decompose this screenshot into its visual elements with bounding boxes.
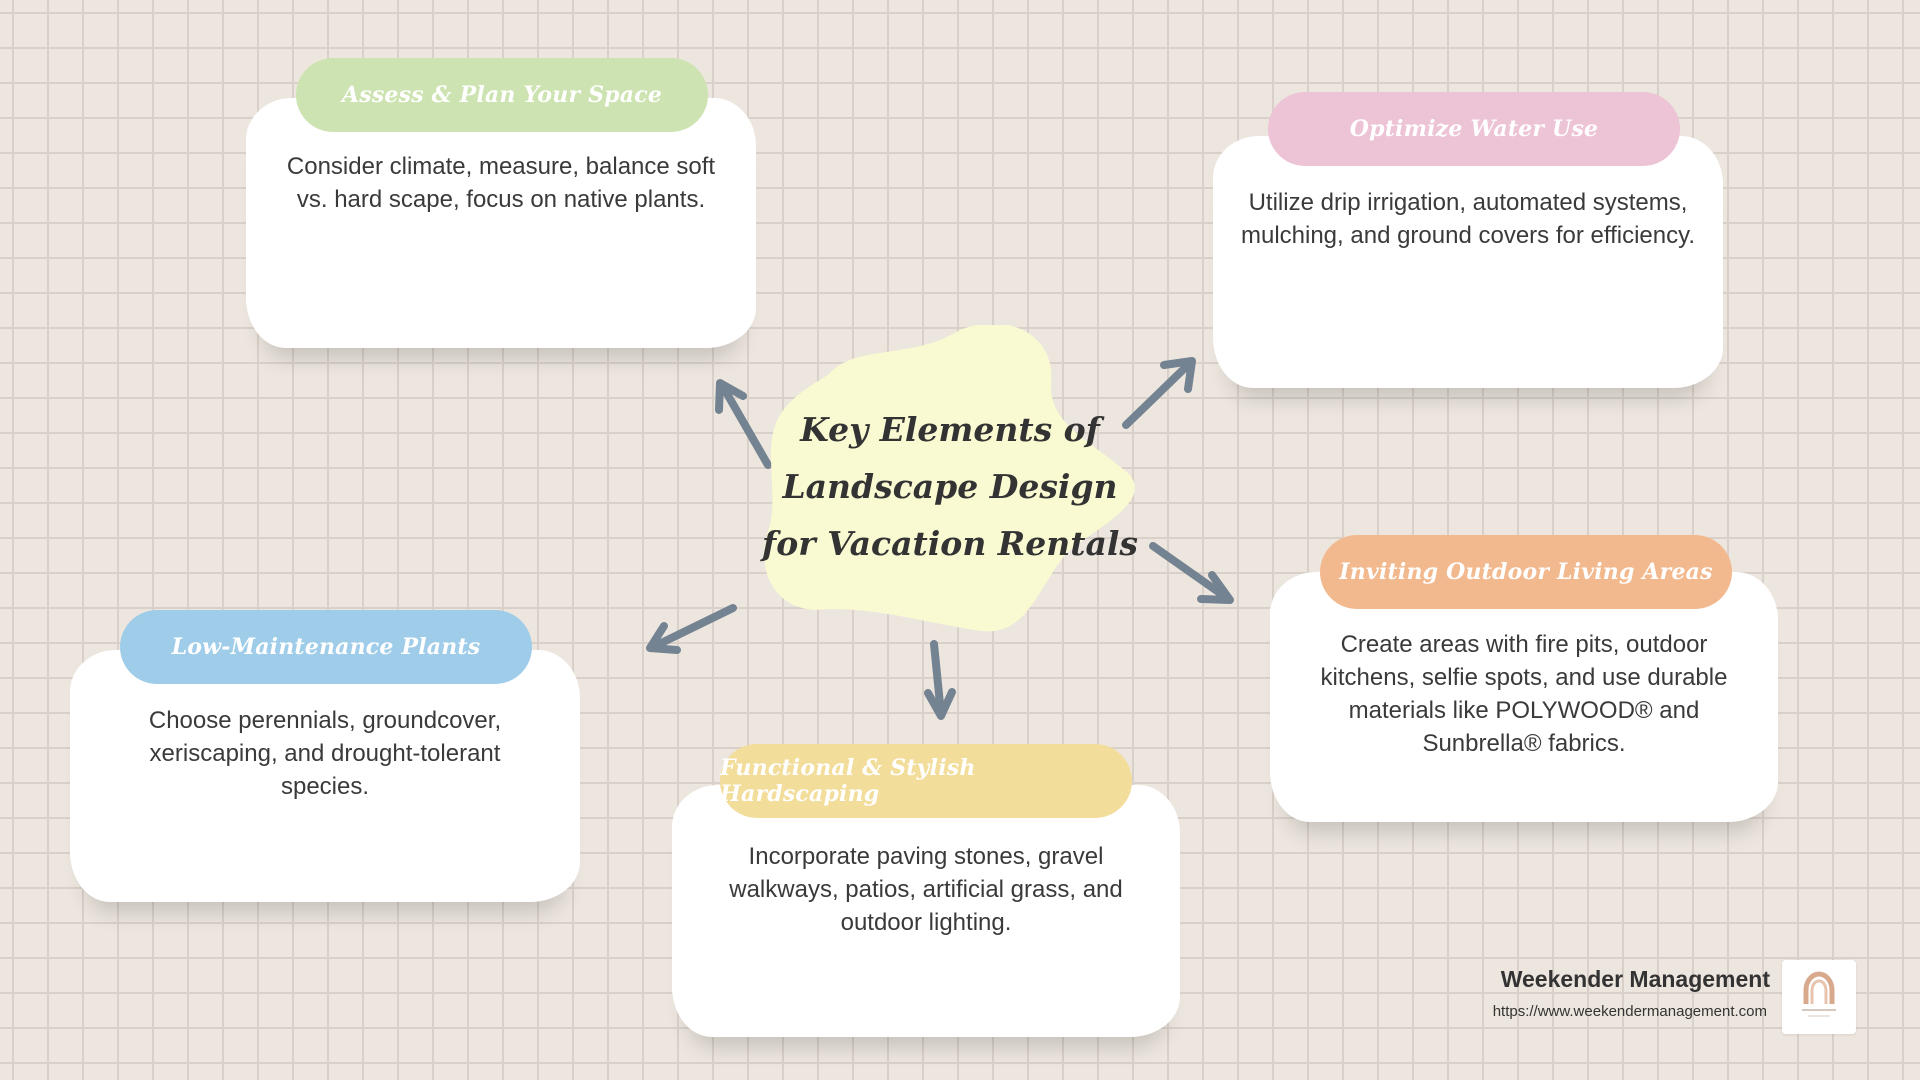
arrow-to-outdoor [1149, 542, 1234, 604]
arrow-to-plants [646, 604, 737, 654]
card-assess: Consider climate, measure, balance soft … [246, 98, 756, 348]
card-outdoor-text: Create areas with fire pits, outdoor kit… [1320, 631, 1728, 757]
card-water-heading: Optimize Water Use [1268, 92, 1680, 166]
center-topic: Key Elements of Landscape Design for Vac… [760, 325, 1140, 635]
card-outdoor-heading: Inviting Outdoor Living Areas [1320, 535, 1732, 609]
arrow-to-hardscape [924, 640, 956, 720]
card-outdoor: Create areas with fire pits, outdoor kit… [1270, 572, 1778, 822]
card-hardscape: Incorporate paving stones, gravel walkwa… [672, 785, 1180, 1037]
brand-url[interactable]: https://www.weekendermanagement.com [1492, 1003, 1767, 1020]
card-plants-text: Choose perennials, groundcover, xeriscap… [148, 707, 502, 800]
card-plants: Choose perennials, groundcover, xeriscap… [70, 650, 580, 902]
arch-logo-icon [1782, 960, 1856, 1034]
card-assess-text: Consider climate, measure, balance soft … [286, 153, 716, 213]
center-blob-shape [764, 325, 1135, 632]
card-hardscape-text: Incorporate paving stones, gravel walkwa… [729, 843, 1123, 936]
arrow-to-assess [715, 379, 772, 469]
card-assess-heading: Assess & Plan Your Space [296, 58, 708, 132]
arrow-to-water [1122, 357, 1196, 429]
card-plants-heading: Low-Maintenance Plants [120, 610, 532, 684]
diagram-title: Key Elements of Landscape Design for Vac… [762, 410, 1138, 563]
brand-name: Weekender Management [1500, 966, 1770, 992]
card-water: Utilize drip irrigation, automated syste… [1213, 136, 1723, 388]
card-water-text: Utilize drip irrigation, automated syste… [1240, 189, 1696, 249]
card-hardscape-heading: Functional & Stylish Hardscaping [720, 744, 1132, 818]
